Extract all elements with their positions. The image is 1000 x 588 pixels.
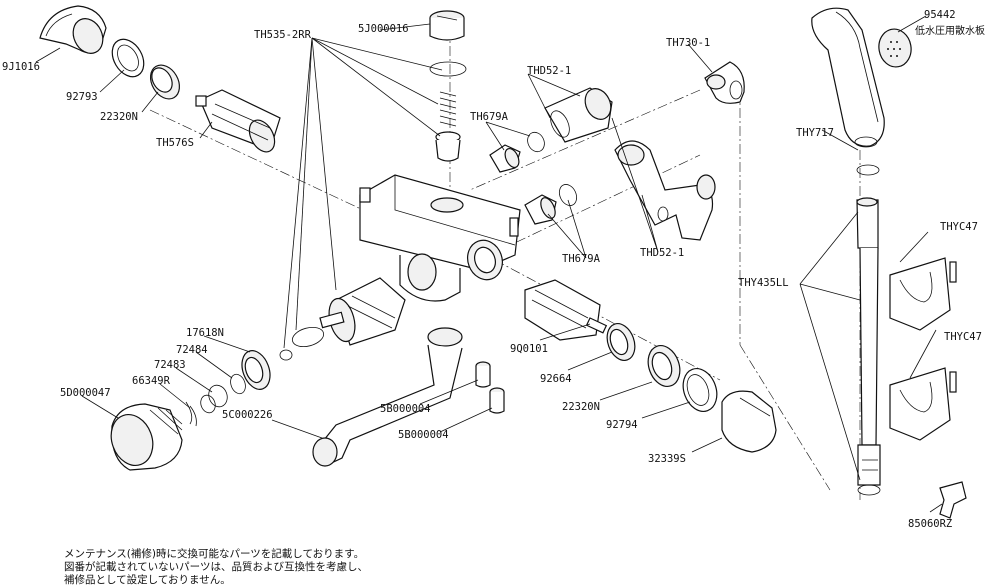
- part-th679a-lower: [524, 184, 578, 225]
- label-9q0101: 9Q0101: [510, 343, 548, 355]
- part-main-body: [359, 174, 521, 302]
- label-thy435ll: THY435LL: [738, 277, 789, 289]
- part-thy435ll-hose: [856, 164, 881, 496]
- label-thyc47-b: THYC47: [944, 331, 982, 343]
- label-72483: 72483: [154, 359, 186, 371]
- part-th679a-top: [489, 131, 545, 173]
- part-92794: [682, 368, 718, 412]
- part-shower-arm: [614, 140, 716, 241]
- label-92794: 92794: [606, 419, 638, 431]
- label-th679a-lower: TH679A: [562, 253, 601, 265]
- part-thyc47-a: [889, 257, 957, 331]
- part-92793: [111, 38, 145, 78]
- label-9j1016: 9J1016: [2, 61, 40, 73]
- label-95442-desc: 低水圧用散水板: [915, 24, 985, 37]
- part-22320n-right: [647, 345, 681, 387]
- axis-arm: [499, 154, 701, 251]
- axis-left-cartridge: [149, 109, 396, 226]
- label-th730: TH730-1: [666, 37, 710, 49]
- label-32339s: 32339S: [648, 453, 686, 465]
- label-22320n-right: 22320N: [562, 401, 600, 413]
- label-5c000226: 5C000226: [222, 409, 273, 421]
- label-95442: 95442: [924, 9, 956, 21]
- part-5j000016: [429, 10, 465, 41]
- label-thy717: THY717: [796, 127, 834, 139]
- part-thermo-cartridge: [319, 277, 406, 346]
- label-72484: 72484: [176, 344, 208, 356]
- part-thd52-top: [544, 87, 613, 143]
- label-thd52-top: THD52-1: [527, 65, 571, 77]
- part-72484: [230, 373, 246, 395]
- part-22320n-left: [149, 64, 181, 100]
- label-thyc47-a: THYC47: [940, 221, 978, 233]
- label-th679a-top: TH679A: [470, 111, 509, 123]
- part-72483: [200, 384, 228, 414]
- label-5b000004-b: 5B000004: [398, 429, 449, 441]
- part-5b000004-a: [475, 361, 491, 388]
- part-spring: [435, 91, 461, 162]
- label-92793: 92793: [66, 91, 98, 103]
- part-thy717-head: [811, 7, 885, 148]
- axis-elbow: [469, 89, 701, 191]
- label-85060rz: 85060RZ: [908, 518, 952, 530]
- part-85060rz: [939, 481, 967, 519]
- label-thd52-lower: THD52-1: [640, 247, 684, 259]
- footnote-line-3: 補修品として設定しておりません。: [64, 574, 231, 586]
- label-92664: 92664: [540, 373, 572, 385]
- label-5d000047: 5D000047: [60, 387, 111, 399]
- label-5b000004-a: 5B000004: [380, 403, 431, 415]
- part-5c000226: [312, 327, 463, 467]
- label-22320n-left: 22320N: [100, 111, 138, 123]
- part-thyc47-b: [889, 367, 957, 441]
- part-5b000004-b: [489, 387, 505, 414]
- part-95442-disc: [878, 28, 912, 68]
- part-9j1016: [39, 5, 107, 54]
- label-66349r: 66349R: [132, 375, 171, 387]
- axis-right-cartridge: [494, 259, 721, 381]
- leader-lines: [35, 15, 943, 513]
- axis-drop-2: [739, 344, 831, 491]
- part-oring-left: [279, 326, 325, 361]
- part-32339s: [721, 390, 777, 453]
- label-th535-2rr: TH535-2RR: [254, 29, 312, 41]
- part-th576s: [195, 89, 281, 153]
- part-th730: [704, 61, 745, 104]
- label-th576s: TH576S: [156, 137, 194, 149]
- part-17618n: [241, 350, 271, 390]
- part-92664: [606, 323, 636, 361]
- label-5j000016: 5J000016: [358, 23, 409, 35]
- footnote-line-2: 図番が記載されていないパーツは、品質および互換性を考慮し、: [64, 561, 368, 573]
- label-17618n: 17618N: [186, 327, 224, 339]
- part-66349r: [185, 401, 197, 427]
- part-oring-top: [429, 61, 467, 77]
- part-5d000047: [110, 403, 183, 471]
- footnote: メンテナンス(補修)時に交換可能なパーツを記載しております。 図番が記載されてい…: [64, 548, 368, 587]
- part-9q0101: [524, 279, 608, 341]
- footnote-line-1: メンテナンス(補修)時に交換可能なパーツを記載しております。: [64, 548, 365, 560]
